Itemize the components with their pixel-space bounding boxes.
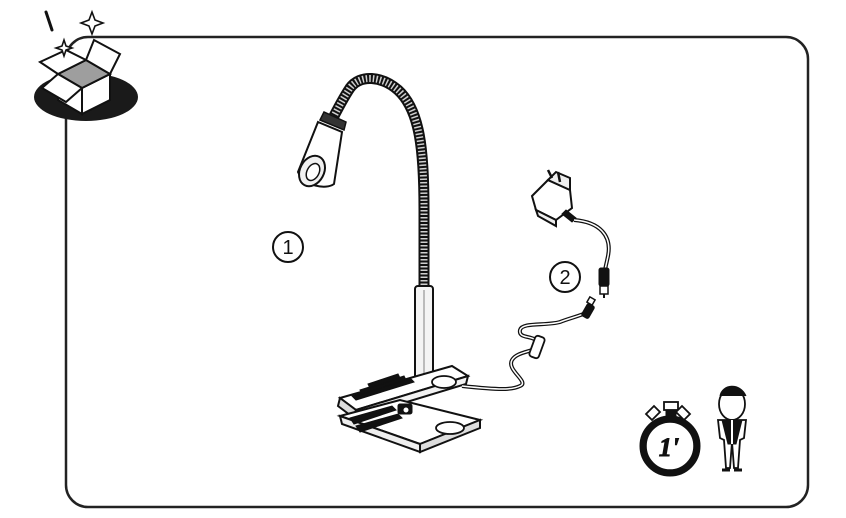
power-adapter	[530, 169, 611, 298]
step-2-number: 2	[559, 267, 570, 289]
step-1-number: 1	[282, 237, 293, 259]
unboxing-icon	[34, 9, 138, 121]
content-frame	[64, 35, 810, 509]
sparkle-icon	[53, 37, 75, 59]
stopwatch-icon: 1'	[639, 401, 701, 477]
step-2-callout: 2	[549, 261, 581, 293]
step-1-callout: 1	[272, 231, 304, 263]
sparkle-icon	[78, 9, 106, 37]
desk-lamp	[296, 73, 484, 454]
assembly-time-value: 1'	[659, 433, 679, 462]
person-icon	[716, 385, 748, 472]
lamp-cable	[461, 295, 597, 391]
